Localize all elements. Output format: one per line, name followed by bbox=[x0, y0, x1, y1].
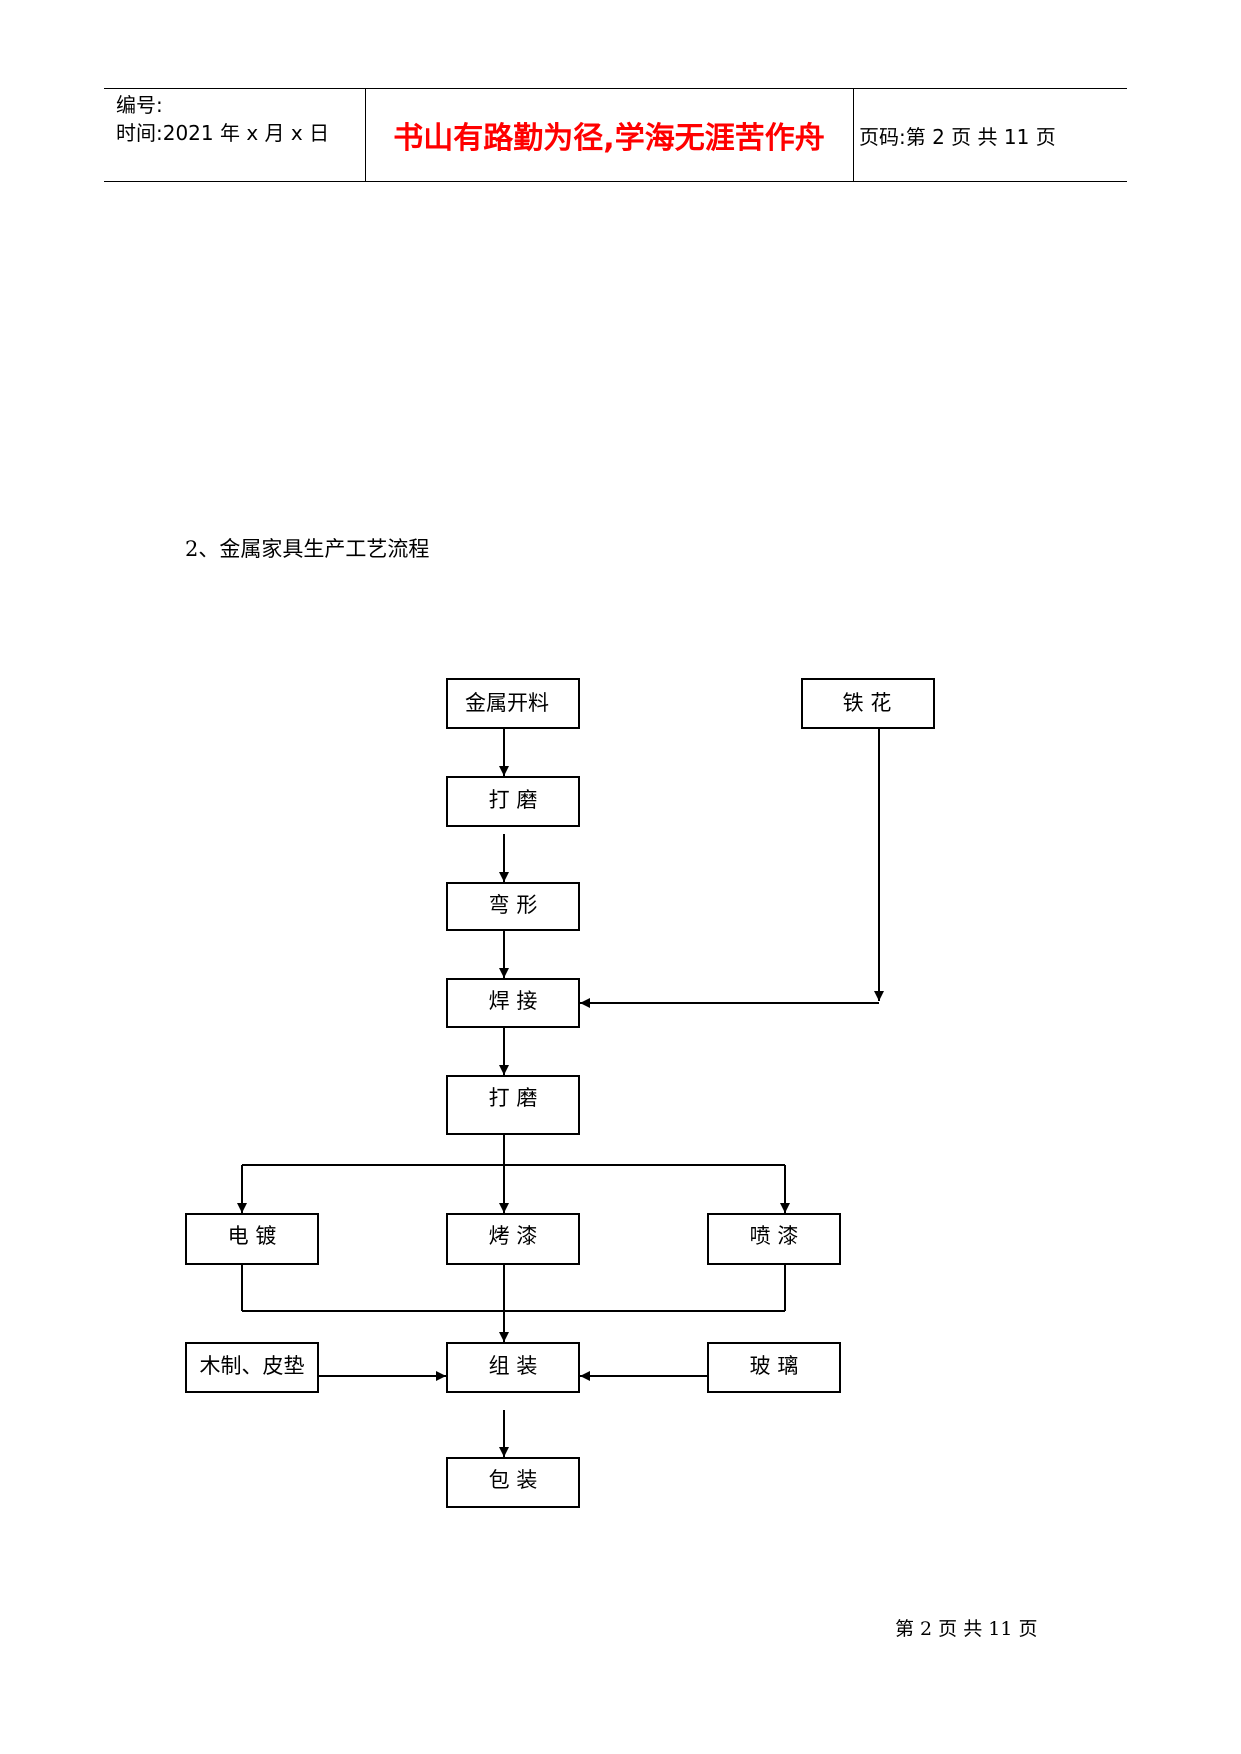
box-spray-paint bbox=[707, 1213, 841, 1265]
box-electroplating bbox=[185, 1213, 319, 1265]
label-grinding-2: 打 磨 bbox=[489, 1086, 538, 1110]
section-title: 2、金属家具生产工艺流程 bbox=[185, 537, 430, 561]
box-baking-paint bbox=[446, 1213, 580, 1265]
label-welding: 焊 接 bbox=[489, 989, 538, 1013]
label-iron-flower: 铁 花 bbox=[843, 691, 892, 715]
box-grinding-1 bbox=[446, 776, 580, 827]
label-metal-cutting: 金属开料 bbox=[465, 691, 549, 715]
label-grinding-1: 打 磨 bbox=[489, 788, 538, 812]
box-grinding-2 bbox=[446, 1075, 580, 1135]
box-metal-cutting bbox=[446, 678, 580, 729]
box-assembly bbox=[446, 1342, 580, 1393]
page-footer: 第 2 页 共 11 页 bbox=[895, 1618, 1038, 1640]
label-spray-paint: 喷 漆 bbox=[750, 1224, 799, 1248]
header-meta: 编号: 时间:2021 年 x 月 x 日 bbox=[116, 91, 329, 147]
box-glass bbox=[707, 1342, 841, 1393]
label-assembly: 组 装 bbox=[489, 1354, 538, 1378]
box-welding bbox=[446, 978, 580, 1028]
box-bending bbox=[446, 882, 580, 931]
label-baking-paint: 烤 漆 bbox=[489, 1224, 538, 1248]
document-header: 编号: 时间:2021 年 x 月 x 日 书山有路勤为径,学海无涯苦作舟 页码… bbox=[104, 88, 1127, 182]
header-divider-right bbox=[853, 89, 854, 181]
header-motto: 书山有路勤为径,学海无涯苦作舟 bbox=[393, 121, 825, 156]
header-divider-left bbox=[365, 89, 366, 181]
box-wood-leather bbox=[185, 1342, 319, 1393]
label-packaging: 包 装 bbox=[489, 1468, 538, 1492]
label-electroplating: 电 镀 bbox=[228, 1224, 277, 1248]
label-glass: 玻 璃 bbox=[750, 1354, 799, 1378]
header-page-number: 页码:第 2 页 共 11 页 bbox=[859, 124, 1056, 149]
box-packaging bbox=[446, 1457, 580, 1508]
label-bending: 弯 形 bbox=[489, 893, 538, 917]
serial-number-label: 编号: bbox=[116, 93, 163, 117]
time-label: 时间:2021 年 x 月 x 日 bbox=[116, 121, 330, 145]
label-wood-leather: 木制、皮垫 bbox=[200, 1354, 305, 1378]
box-iron-flower bbox=[801, 678, 935, 729]
